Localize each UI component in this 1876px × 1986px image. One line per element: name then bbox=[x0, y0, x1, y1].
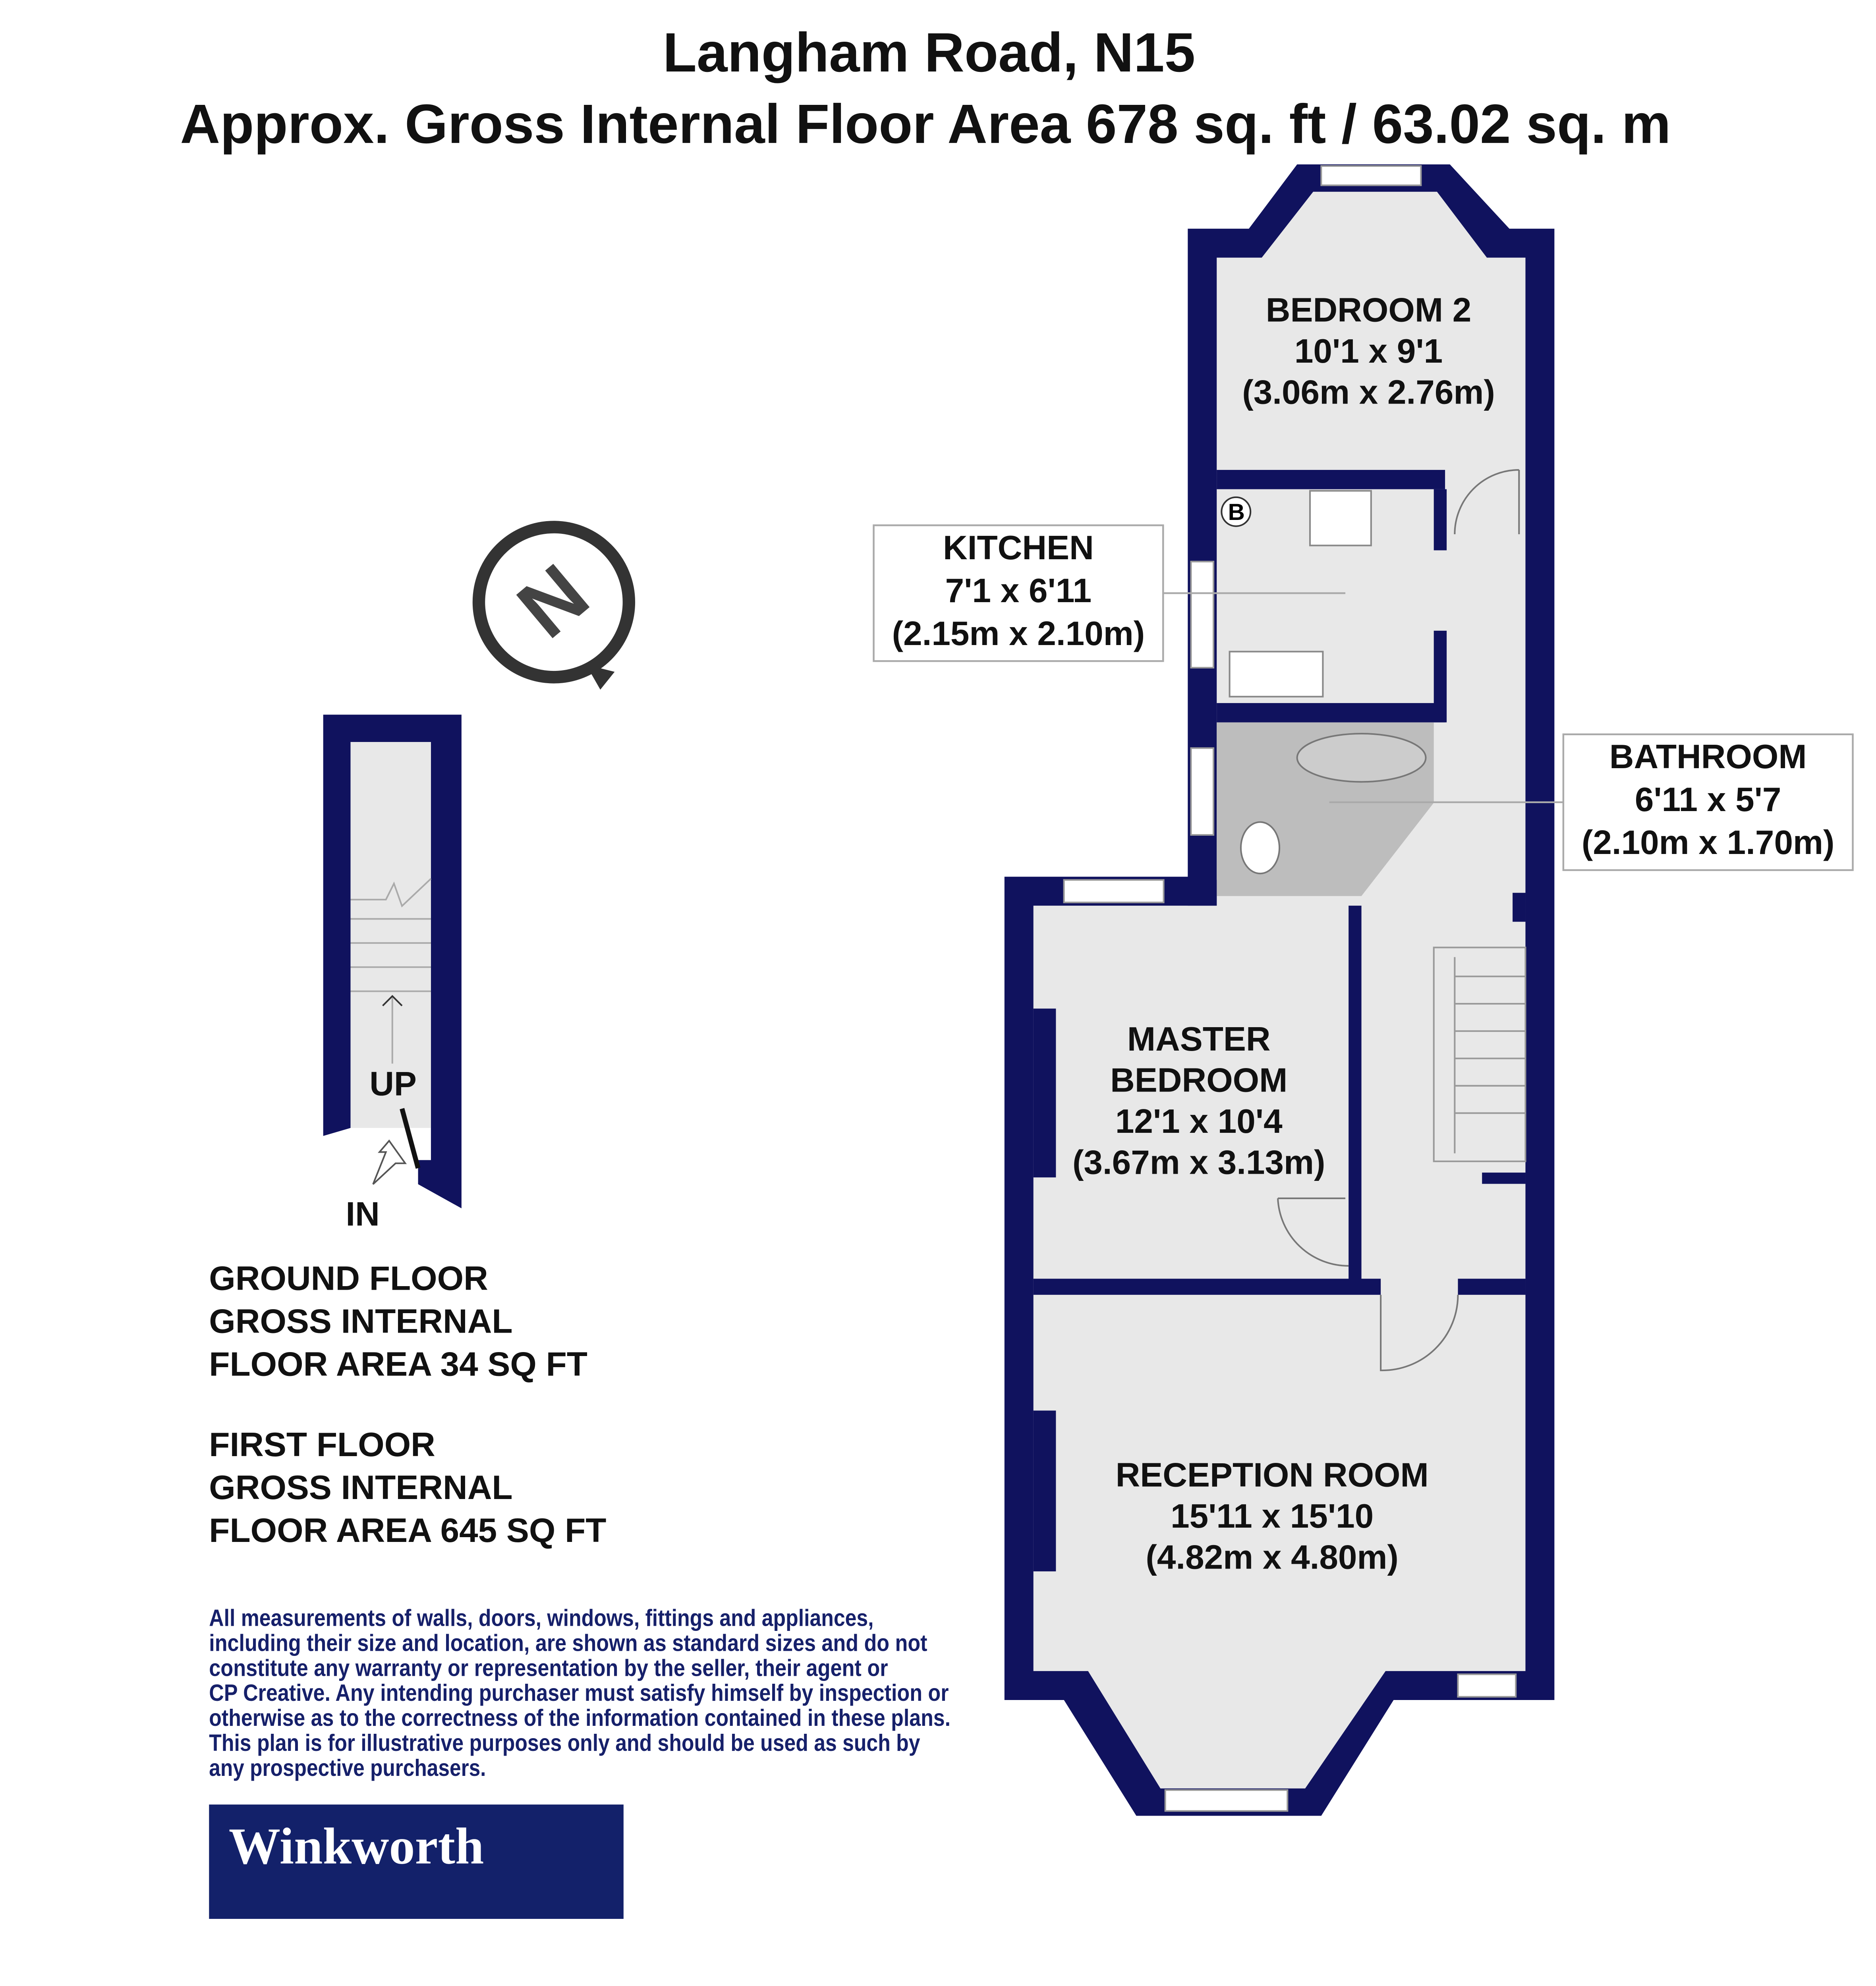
svg-text:FLOOR AREA 645 SQ FT: FLOOR AREA 645 SQ FT bbox=[209, 1512, 606, 1549]
ground-floor-plan bbox=[323, 715, 462, 1209]
svg-text:(4.82m x 4.80m): (4.82m x 4.80m) bbox=[1146, 1538, 1399, 1576]
ground-floor-area: GROUND FLOOR GROSS INTERNAL FLOOR AREA 3… bbox=[209, 1260, 587, 1383]
svg-text:N: N bbox=[500, 547, 605, 655]
svg-text:All measurements of walls, doo: All measurements of walls, doors, window… bbox=[209, 1604, 873, 1631]
svg-text:RECEPTION ROOM: RECEPTION ROOM bbox=[1116, 1456, 1429, 1494]
svg-text:MASTER: MASTER bbox=[1127, 1020, 1271, 1058]
svg-text:GROSS INTERNAL: GROSS INTERNAL bbox=[209, 1469, 512, 1507]
entrance-label: IN bbox=[346, 1196, 379, 1233]
page-subtitle: Approx. Gross Internal Floor Area 678 sq… bbox=[180, 93, 1671, 155]
svg-text:12'1 x 10'4: 12'1 x 10'4 bbox=[1115, 1103, 1283, 1140]
svg-text:(3.06m x 2.76m): (3.06m x 2.76m) bbox=[1242, 374, 1495, 411]
room-bathroom: BATHROOM 6'11 x 5'7 (2.10m x 1.70m) bbox=[1329, 733, 1854, 871]
north-compass-icon: N bbox=[472, 521, 636, 690]
first-floor-plan bbox=[1004, 164, 1555, 1816]
svg-text:(2.10m x 1.70m): (2.10m x 1.70m) bbox=[1582, 824, 1835, 862]
svg-text:BEDROOM 2: BEDROOM 2 bbox=[1266, 292, 1472, 329]
svg-text:7'1 x 6'11: 7'1 x 6'11 bbox=[945, 572, 1092, 610]
svg-text:CP Creative. Any intending pur: CP Creative. Any intending purchaser mus… bbox=[209, 1679, 949, 1706]
svg-text:otherwise as to the correctnes: otherwise as to the correctness of the i… bbox=[209, 1704, 951, 1731]
winkworth-logo: Winkworth bbox=[209, 1804, 624, 1919]
svg-text:6'11 x 5'7: 6'11 x 5'7 bbox=[1635, 781, 1781, 819]
hob bbox=[1309, 490, 1372, 547]
svg-text:(2.15m x 2.10m): (2.15m x 2.10m) bbox=[892, 615, 1145, 653]
bath bbox=[1296, 732, 1427, 783]
svg-text:This plan is for illustrative: This plan is for illustrative purposes o… bbox=[209, 1729, 920, 1756]
room-kitchen: KITCHEN 7'1 x 6'11 (2.15m x 2.10m) bbox=[873, 524, 1346, 662]
svg-text:including their size and locat: including their size and location, are s… bbox=[209, 1629, 927, 1656]
disclaimer: All measurements of walls, doors, window… bbox=[209, 1604, 951, 1781]
sink bbox=[1229, 651, 1324, 697]
svg-text:10'1 x 9'1: 10'1 x 9'1 bbox=[1294, 332, 1443, 370]
svg-text:GROUND FLOOR: GROUND FLOOR bbox=[209, 1260, 488, 1298]
svg-text:any prospective purchasers.: any prospective purchasers. bbox=[209, 1754, 486, 1781]
page-title: Langham Road, N15 bbox=[663, 21, 1195, 83]
staircase bbox=[1433, 947, 1526, 1162]
svg-text:FIRST FLOOR: FIRST FLOOR bbox=[209, 1426, 435, 1464]
first-floor-area: FIRST FLOOR GROSS INTERNAL FLOOR AREA 64… bbox=[209, 1426, 606, 1549]
stairs-up-label: UP bbox=[369, 1065, 417, 1103]
boiler-icon bbox=[1221, 496, 1252, 527]
svg-text:constitute any warranty or rep: constitute any warranty or representatio… bbox=[209, 1654, 888, 1681]
toilet bbox=[1240, 821, 1281, 875]
boiler-label: B bbox=[1228, 499, 1245, 525]
svg-text:BATHROOM: BATHROOM bbox=[1609, 738, 1807, 776]
svg-text:KITCHEN: KITCHEN bbox=[943, 529, 1094, 567]
room-bedroom-2: BEDROOM 2 10'1 x 9'1 (3.06m x 2.76m) bbox=[1242, 292, 1495, 411]
entry-arrow-icon bbox=[372, 1139, 407, 1185]
svg-text:(3.67m x 3.13m): (3.67m x 3.13m) bbox=[1072, 1144, 1325, 1181]
svg-text:FLOOR AREA 34 SQ FT: FLOOR AREA 34 SQ FT bbox=[209, 1346, 587, 1383]
room-reception: RECEPTION ROOM 15'11 x 15'10 (4.82m x 4.… bbox=[1116, 1456, 1429, 1576]
svg-text:GROSS INTERNAL: GROSS INTERNAL bbox=[209, 1303, 512, 1341]
svg-text:15'11 x 15'10: 15'11 x 15'10 bbox=[1171, 1497, 1374, 1535]
svg-text:BEDROOM: BEDROOM bbox=[1110, 1061, 1287, 1099]
svg-text:Winkworth: Winkworth bbox=[229, 1818, 484, 1875]
room-master-bedroom: MASTER BEDROOM 12'1 x 10'4 (3.67m x 3.13… bbox=[1072, 1020, 1325, 1181]
